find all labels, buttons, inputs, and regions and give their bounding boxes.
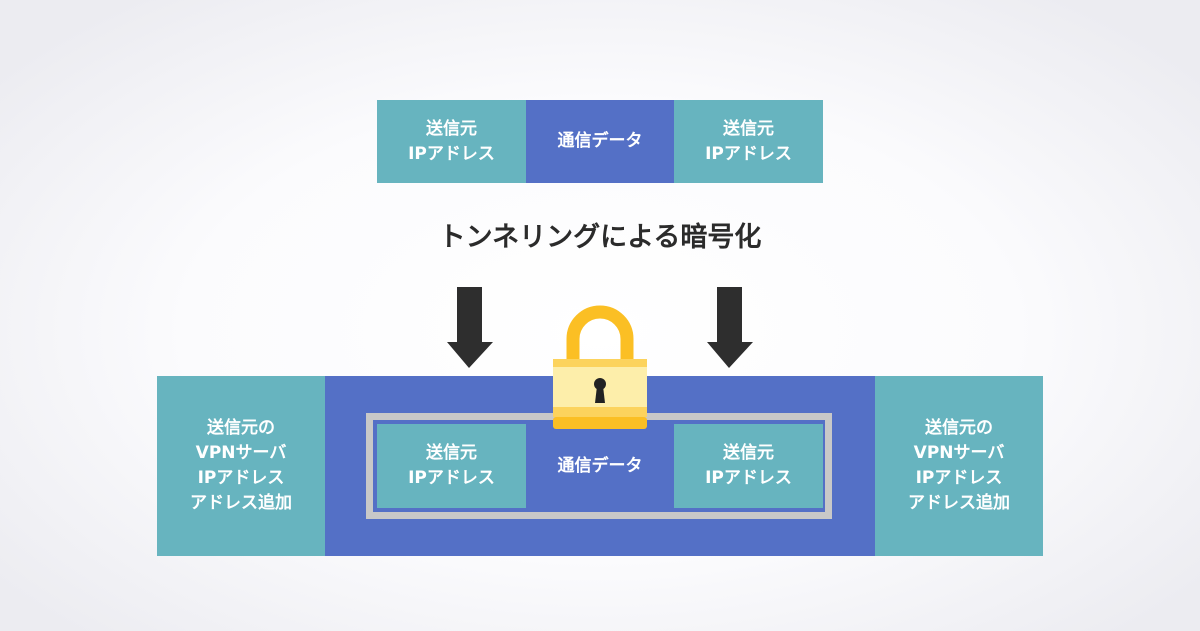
outer-left-header: 送信元の VPNサーバ IPアドレス アドレス追加 <box>157 376 325 556</box>
top-packet-right-header: 送信元 IPアドレス <box>674 100 823 183</box>
inner-payload: 通信データ <box>526 424 674 508</box>
padlock-icon <box>553 305 647 429</box>
top-packet-payload: 通信データ <box>526 100 674 183</box>
top-packet-left-header: 送信元 IPアドレス <box>377 100 526 183</box>
inner-right-header: 送信元 IPアドレス <box>674 424 823 508</box>
diagram-title: トンネリングによる暗号化 <box>438 222 762 253</box>
arrow-down-icon <box>707 287 753 368</box>
outer-right-header: 送信元の VPNサーバ IPアドレス アドレス追加 <box>875 376 1043 556</box>
inner-left-header: 送信元 IPアドレス <box>377 424 526 508</box>
arrow-down-icon <box>447 287 493 368</box>
